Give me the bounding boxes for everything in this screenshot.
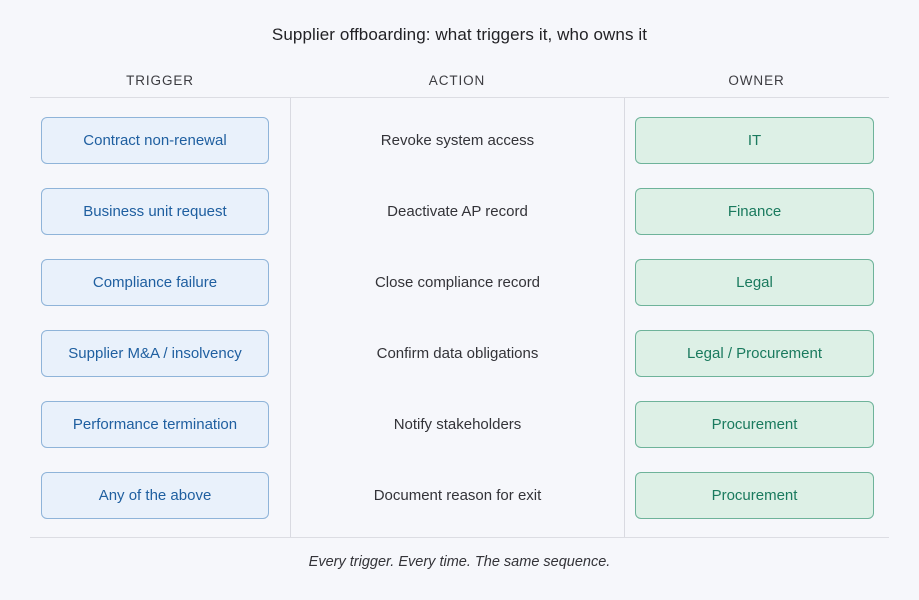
trigger-box[interactable]: Performance termination	[41, 401, 269, 448]
owner-box[interactable]: Procurement	[635, 401, 874, 448]
table-row: Contract non-renewal Revoke system acces…	[0, 117, 919, 188]
header-divider-rule	[30, 97, 889, 98]
page-title: Supplier offboarding: what triggers it, …	[271, 25, 648, 44]
owner-box[interactable]: Procurement	[635, 472, 874, 519]
action-label: Deactivate AP record	[387, 203, 528, 220]
action-label: Notify stakeholders	[393, 416, 522, 433]
action-label: Confirm data obligations	[376, 345, 539, 362]
trigger-box[interactable]: Business unit request	[41, 188, 269, 235]
column-header-owner: OWNER	[728, 73, 785, 88]
column-header-row: TRIGGER ACTION OWNER	[30, 70, 889, 94]
footer-divider-rule	[30, 537, 889, 538]
column-divider-trigger-action	[290, 98, 291, 537]
table-body: Contract non-renewal Revoke system acces…	[0, 117, 919, 543]
owner-box[interactable]: Legal / Procurement	[635, 330, 874, 377]
action-label: Document reason for exit	[373, 487, 542, 504]
column-header-action: ACTION	[428, 73, 486, 88]
table-row: Any of the above Document reason for exi…	[0, 472, 919, 543]
footer-caption: Every trigger. Every time. The same sequ…	[308, 554, 611, 570]
owner-box[interactable]: IT	[635, 117, 874, 164]
action-label: Close compliance record	[374, 274, 541, 291]
column-header-trigger: TRIGGER	[126, 73, 194, 88]
trigger-box[interactable]: Contract non-renewal	[41, 117, 269, 164]
owner-box[interactable]: Legal	[635, 259, 874, 306]
trigger-box[interactable]: Supplier M&A / insolvency	[41, 330, 269, 377]
owner-box[interactable]: Finance	[635, 188, 874, 235]
column-divider-action-owner	[624, 98, 625, 537]
trigger-box[interactable]: Any of the above	[41, 472, 269, 519]
table-row: Supplier M&A / insolvency Confirm data o…	[0, 330, 919, 401]
action-label: Revoke system access	[380, 132, 535, 149]
table-row: Business unit request Deactivate AP reco…	[0, 188, 919, 259]
trigger-box[interactable]: Compliance failure	[41, 259, 269, 306]
table-row: Compliance failure Close compliance reco…	[0, 259, 919, 330]
table-row: Performance termination Notify stakehold…	[0, 401, 919, 472]
